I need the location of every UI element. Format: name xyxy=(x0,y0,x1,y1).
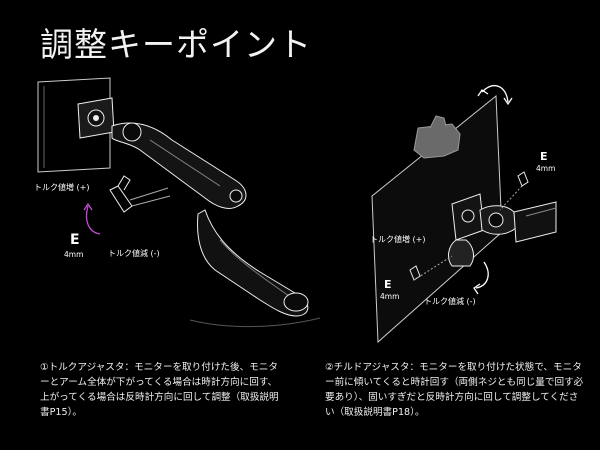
page-title: 調整キーポイント xyxy=(40,25,312,64)
right-tool-letter-top: E xyxy=(540,150,548,163)
left-tool-size: 4mm xyxy=(64,250,84,259)
right-torque-increase-label: トルク値増 (+) xyxy=(370,235,426,244)
right-tool-letter-bottom: E xyxy=(384,278,392,291)
right-monitor-tilt-illustration xyxy=(371,94,557,344)
left-rotation-arrow xyxy=(83,202,101,235)
illustration xyxy=(37,77,557,344)
tilt-adjuster-caption: ②チルドアジャスタ：モニターを取り付けた状態で、モニター前に傾いてくると時計回す… xyxy=(325,362,584,418)
torque-adjuster-caption: ①トルクアジャスタ：モニターを取り付けた後、モニターとアーム全体が下がってくる場… xyxy=(40,362,279,418)
left-torque-increase-label: トルク値増 (+) xyxy=(34,183,90,192)
left-tool-letter: E xyxy=(70,232,80,248)
right-tool-size-bottom: 4mm xyxy=(380,292,400,301)
right-tilt-arrows xyxy=(473,85,513,295)
left-torque-decrease-label: トルク値減 (-) xyxy=(108,249,160,258)
right-torque-decrease-label: トルク値減 (-) xyxy=(424,297,476,306)
left-monitor-arm-illustration xyxy=(37,77,321,328)
right-tool-size-top: 4mm xyxy=(536,164,556,173)
